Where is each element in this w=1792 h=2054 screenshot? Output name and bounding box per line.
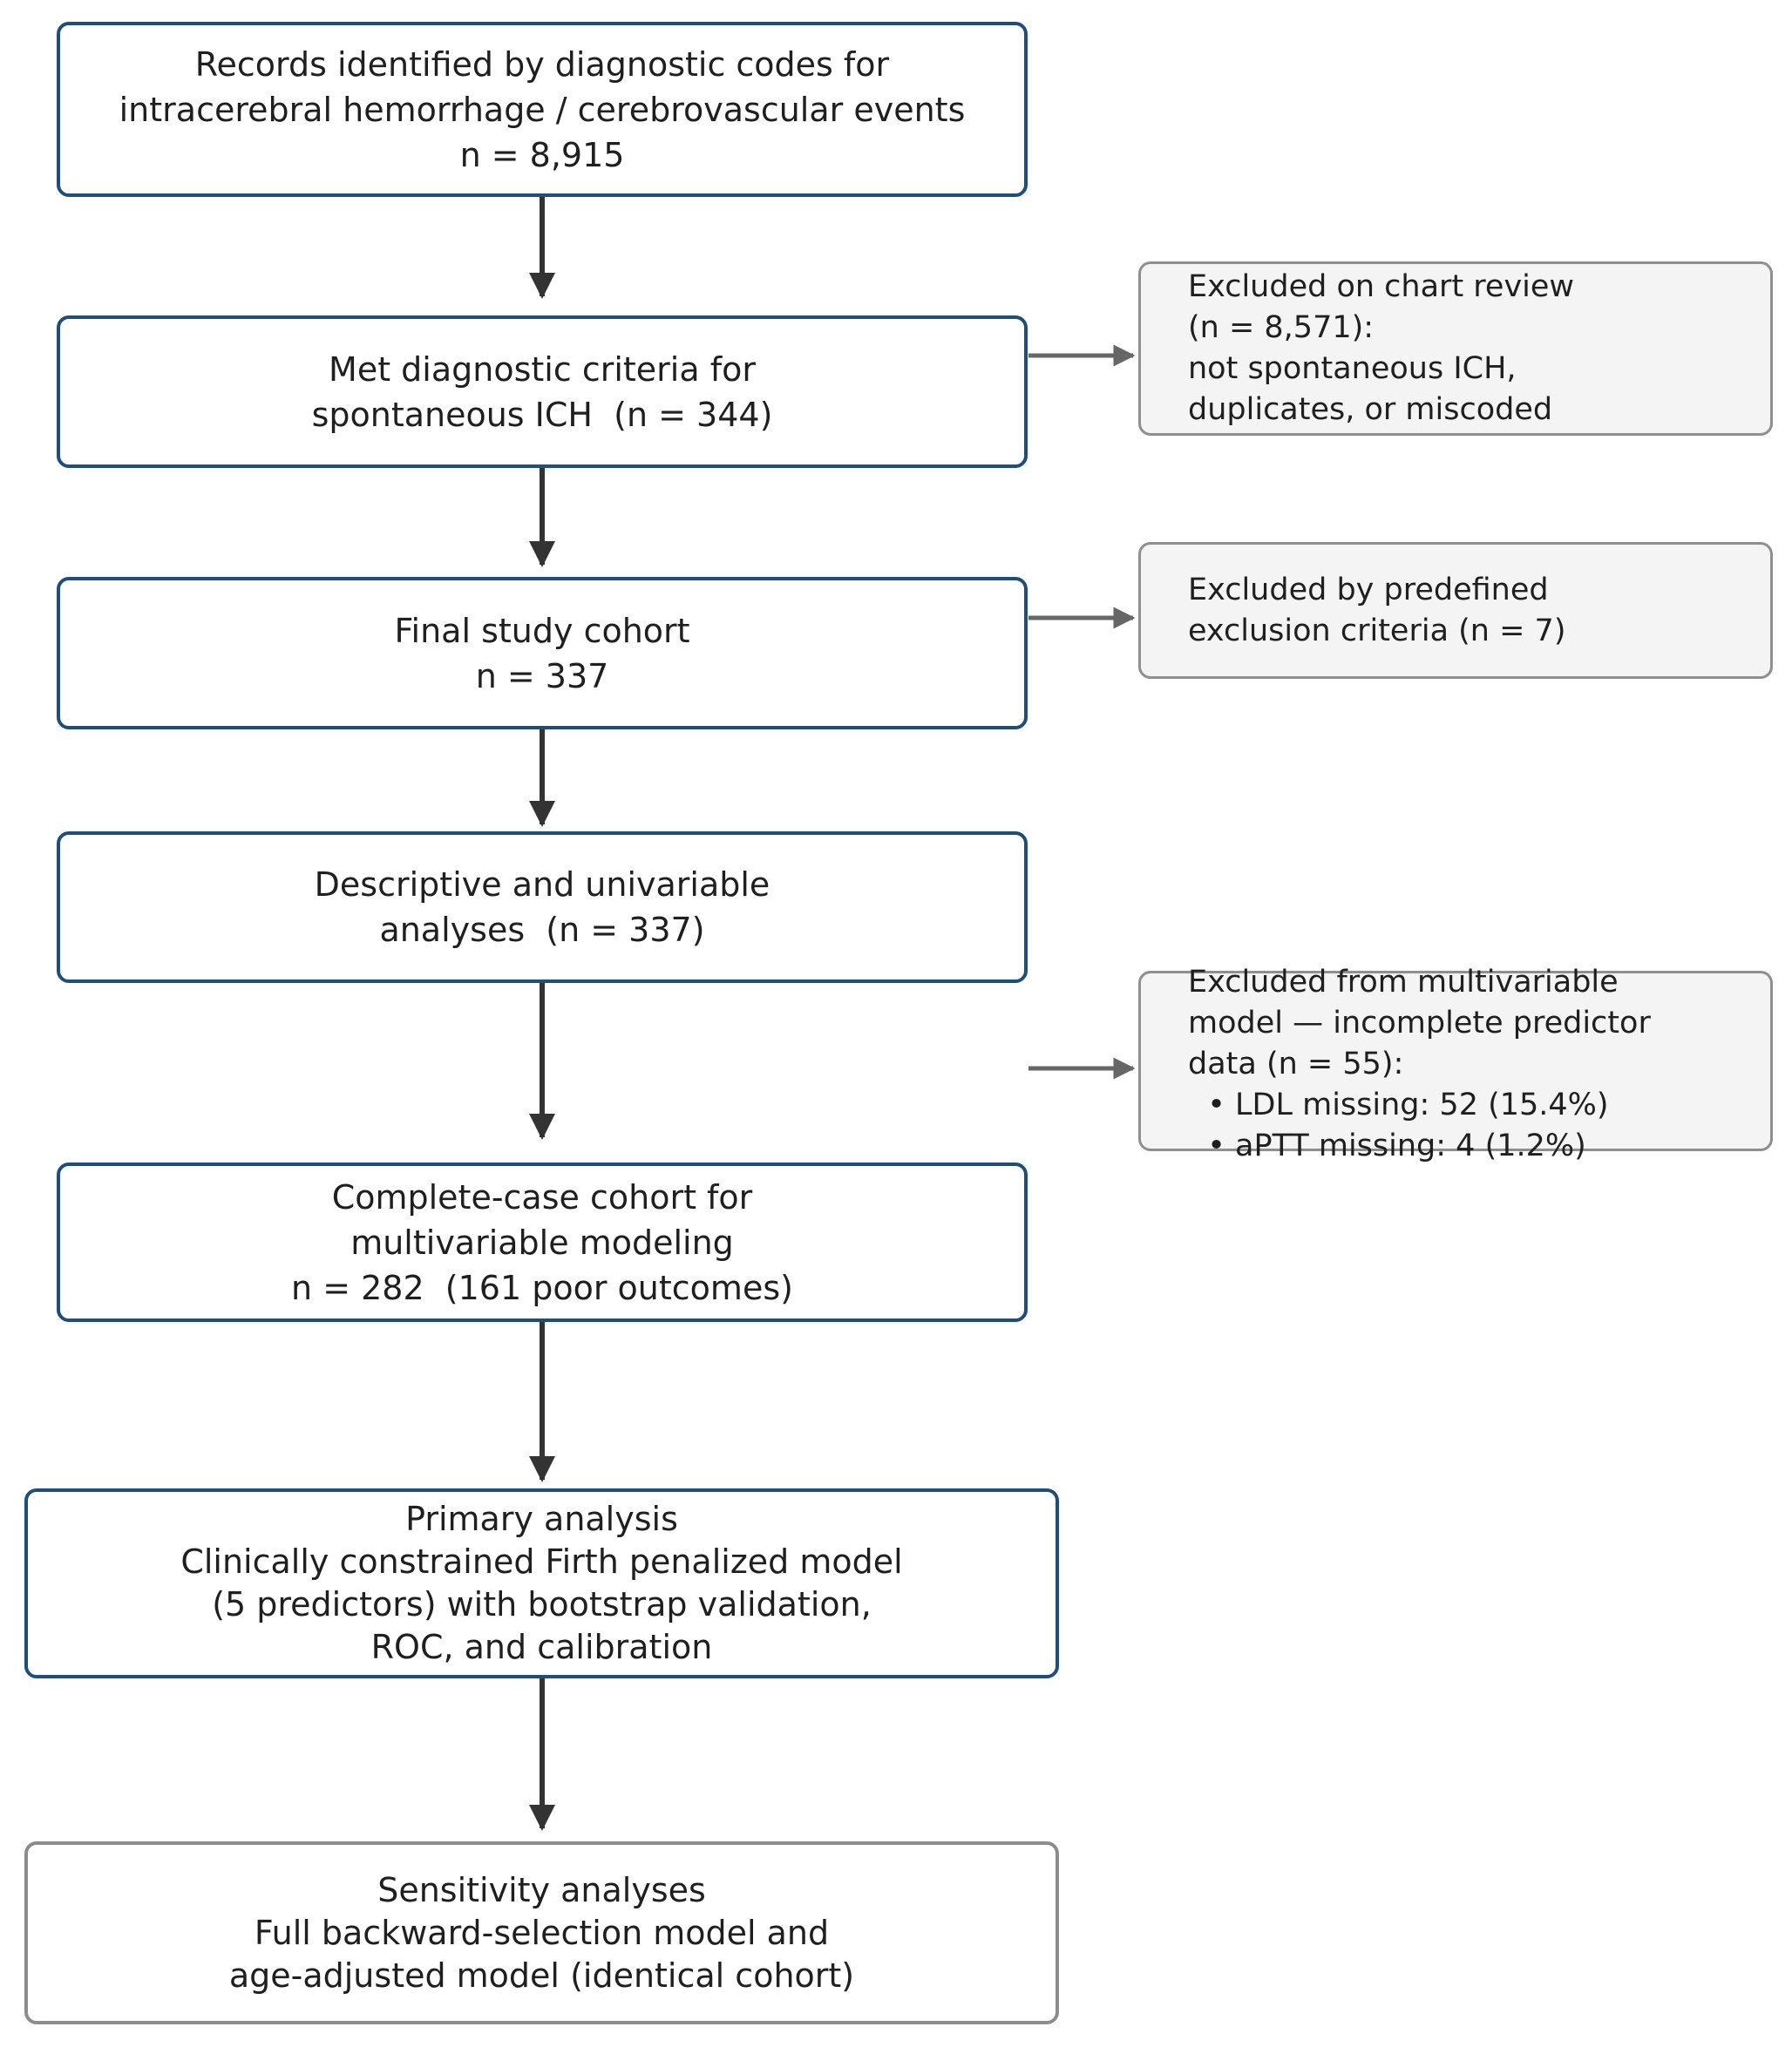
box-text-line: multivariable modeling xyxy=(350,1223,734,1262)
box-text-line: Final study cohort xyxy=(394,611,690,650)
box-text-line: (5 predictors) with bootstrap validation… xyxy=(212,1585,872,1624)
box-text-line: duplicates, or miscoded xyxy=(1188,392,1553,427)
box-text-line: Excluded on chart review xyxy=(1188,269,1575,304)
box-text-line: • aPTT missing: 4 (1.2%) xyxy=(1188,1129,1586,1163)
final-study-cohort-box: Final study cohort n = 337 xyxy=(57,577,1028,729)
sensitivity-analyses-box: Sensitivity analyses Full backward-selec… xyxy=(24,1841,1059,2024)
box-text-line: age-adjusted model (identical cohort) xyxy=(228,1956,855,1995)
box-text-line: Sensitivity analyses xyxy=(377,1870,706,1909)
box-text-line: Clinically constrained Firth penalized m… xyxy=(180,1542,903,1581)
box-text-line: • LDL missing: 52 (15.4%) xyxy=(1188,1088,1609,1122)
box-text-line: Full backward-selection model and xyxy=(254,1913,830,1952)
complete-case-cohort-box: Complete-case cohort for multivariable m… xyxy=(57,1163,1028,1322)
box-text-line: Descriptive and univariable xyxy=(314,865,770,904)
box-text-line: Primary analysis xyxy=(405,1500,678,1538)
records-identified-box: Records identified by diagnostic codes f… xyxy=(57,22,1028,197)
excluded-chart-review-box: Excluded on chart review (n = 8,571): no… xyxy=(1138,261,1773,436)
box-text-line: n = 337 xyxy=(475,656,609,695)
box-text-line: spontaneous ICH (n = 344) xyxy=(311,395,773,434)
box-text-line: ROC, and calibration xyxy=(370,1628,713,1666)
box-text-line: data (n = 55): xyxy=(1188,1047,1404,1081)
box-text-line: Records identified by diagnostic codes f… xyxy=(194,44,890,84)
box-text-line: exclusion criteria (n = 7) xyxy=(1188,613,1566,648)
exclusion-text-block: Excluded from multivariable model — inco… xyxy=(1188,962,1651,1167)
box-text-line: analyses (n = 337) xyxy=(379,911,705,949)
box-text-line: (n = 8,571): xyxy=(1188,310,1375,345)
primary-analysis-box: Primary analysis Clinically constrained … xyxy=(24,1488,1059,1678)
box-text-line: Excluded from multivariable xyxy=(1188,965,1619,1000)
box-text-line: not spontaneous ICH, xyxy=(1188,351,1517,386)
box-text-line: Complete-case cohort for xyxy=(331,1177,753,1217)
box-text-line: n = 8,915 xyxy=(459,135,625,174)
box-text-line: Excluded by predefined xyxy=(1188,572,1549,607)
excluded-predefined-criteria-box: Excluded by predefined exclusion criteri… xyxy=(1138,542,1773,679)
box-text-line: n = 282 (161 poor outcomes) xyxy=(291,1268,793,1307)
excluded-multivariable-box: Excluded from multivariable model — inco… xyxy=(1138,965,1773,1163)
box-text-line: intracerebral hemorrhage / cerebrovascul… xyxy=(119,90,966,129)
descriptive-analyses-box: Descriptive and univariable analyses (n … xyxy=(57,831,1028,983)
met-diagnostic-criteria-box: Met diagnostic criteria for spontaneous … xyxy=(57,315,1028,468)
box-text-line: model — incomplete predictor xyxy=(1188,1006,1651,1041)
box-text-line: Met diagnostic criteria for xyxy=(329,349,756,389)
